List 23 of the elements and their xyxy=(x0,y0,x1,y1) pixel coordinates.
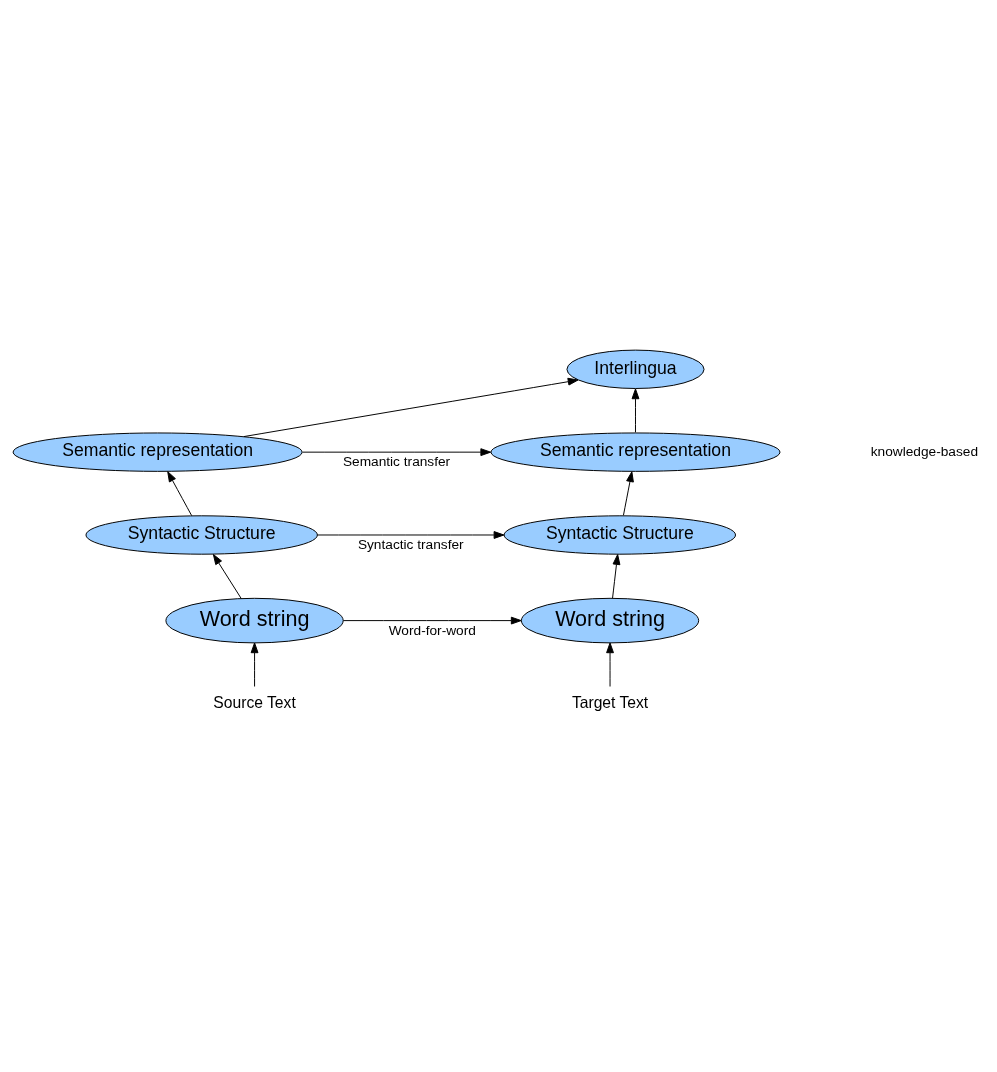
arrow xyxy=(243,377,579,438)
edge-label: Semantic transfer xyxy=(342,454,451,470)
node-text: Target Text xyxy=(571,694,649,712)
arrow xyxy=(167,471,193,517)
arrow xyxy=(622,471,634,516)
edge-label: Word-for-word xyxy=(388,622,476,638)
arrow xyxy=(250,642,259,687)
arrow xyxy=(316,531,505,539)
node-ellipse: Word string xyxy=(520,597,700,644)
arrow xyxy=(342,616,522,625)
node-ellipse: Syntactic Structure xyxy=(85,515,318,555)
arrow xyxy=(606,642,614,687)
arrow xyxy=(631,388,640,433)
label: knowledge-based xyxy=(870,443,979,459)
node-text: Source Text xyxy=(213,694,296,712)
node-ellipse: Syntactic Structure xyxy=(503,515,737,555)
arrow xyxy=(212,554,242,599)
arrow xyxy=(612,554,621,599)
node-ellipse: Semantic representation xyxy=(12,432,303,472)
node-ellipse: Word string xyxy=(165,597,344,644)
arrow xyxy=(302,448,492,457)
edge-label: Syntactic transfer xyxy=(357,536,464,552)
node-ellipse: Semantic representation xyxy=(490,432,781,472)
